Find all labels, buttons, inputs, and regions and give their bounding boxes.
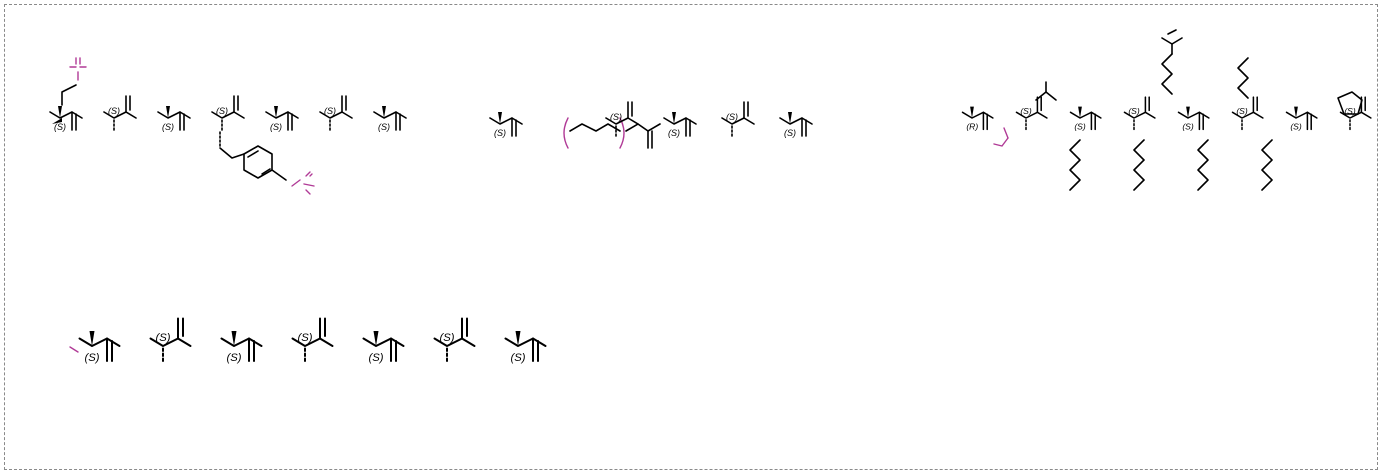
- stereo-unit: (S): [291, 317, 334, 365]
- stereo-descriptor: (S): [54, 122, 66, 132]
- stereo-unit: (S): [373, 106, 407, 132]
- stereo-descriptor: (S): [1074, 121, 1086, 131]
- canvas-frame: [4, 4, 1378, 470]
- stereo-unit: (S): [157, 106, 191, 132]
- stereo-unit: (S): [1231, 96, 1264, 133]
- stereo-unit: (S): [504, 331, 547, 364]
- repeat-units: (S) (S) (S) (S) (S) (S) (S) (S) (S) (S) (S) (S) (R) (…: [49, 95, 1372, 365]
- stereo-descriptor: (S): [156, 332, 171, 344]
- stereo-descriptor: (S): [440, 332, 455, 344]
- stereo-descriptor: (S): [378, 122, 390, 132]
- stereo-descriptor: (S): [1128, 106, 1140, 116]
- stereo-descriptor: (S): [1182, 121, 1194, 131]
- side-chain-aryl: [219, 131, 287, 181]
- endgroup-aryl-right: [291, 171, 315, 195]
- stereo-descriptor: (S): [1290, 121, 1302, 131]
- stereo-unit: (S): [1339, 96, 1372, 133]
- stereo-unit: (S): [1123, 96, 1156, 133]
- stereo-descriptor: (S): [1344, 106, 1356, 116]
- panel-top-right: [993, 29, 1363, 191]
- bracket-left: [563, 117, 569, 149]
- endgroup-bottom: [69, 346, 79, 353]
- stereo-descriptor: (S): [162, 122, 174, 132]
- stereo-unit: (S): [1177, 106, 1210, 131]
- stereo-unit: (S): [78, 331, 121, 364]
- stereo-descriptor: (S): [726, 112, 738, 122]
- stereo-descriptor: (S): [324, 106, 336, 116]
- stereo-descriptor: (S): [610, 112, 622, 122]
- stereo-descriptor: (S): [668, 128, 680, 138]
- panel-bottom-left: [69, 346, 79, 353]
- stereo-descriptor: (S): [85, 352, 100, 364]
- stereo-descriptor: (S): [494, 128, 506, 138]
- stereo-unit: (S): [103, 95, 137, 133]
- stereo-unit: (S): [1285, 106, 1318, 131]
- stereo-unit: (S): [433, 317, 476, 365]
- stereo-unit: (S): [1015, 96, 1048, 133]
- panel-top-middle: [563, 117, 661, 149]
- stereo-unit: (S): [49, 106, 83, 132]
- panel-top-left: [52, 57, 315, 195]
- stereo-unit: (S): [149, 317, 192, 365]
- stereo-unit: (S): [211, 95, 245, 133]
- wedge-bond: [52, 118, 62, 124]
- stereo-descriptor: (S): [1236, 106, 1248, 116]
- stereo-descriptor: (S): [216, 106, 228, 116]
- bracket-right: [619, 117, 625, 149]
- stereo-descriptor: (S): [784, 128, 796, 138]
- stereo-descriptor: (S): [1020, 106, 1032, 116]
- stereo-unit: (S): [489, 112, 523, 138]
- stereo-descriptor: (S): [108, 106, 120, 116]
- stereo-descriptor: (S): [369, 352, 384, 364]
- stereo-unit: (S): [605, 101, 639, 139]
- stereo-unit: (R): [961, 106, 994, 131]
- stereo-descriptor: (S): [511, 352, 526, 364]
- endgroup-top-left: [69, 57, 87, 81]
- stereo-unit: (S): [779, 112, 813, 138]
- stereo-unit: (S): [220, 331, 263, 364]
- stereo-unit: (S): [721, 101, 755, 139]
- stereo-descriptor: (S): [270, 122, 282, 132]
- stereo-descriptor: (S): [227, 352, 242, 364]
- endgroup-ethyl: [993, 127, 1009, 147]
- stereo-unit: (S): [319, 95, 353, 133]
- stereo-unit: (S): [265, 106, 299, 132]
- stereo-descriptor: (R): [966, 121, 978, 131]
- stereo-unit: (S): [663, 112, 697, 138]
- cyclopentyl-ring: [1337, 91, 1363, 115]
- stereo-unit: (S): [1069, 106, 1102, 131]
- stereo-unit: (S): [362, 331, 405, 364]
- stereo-descriptor: (S): [298, 332, 313, 344]
